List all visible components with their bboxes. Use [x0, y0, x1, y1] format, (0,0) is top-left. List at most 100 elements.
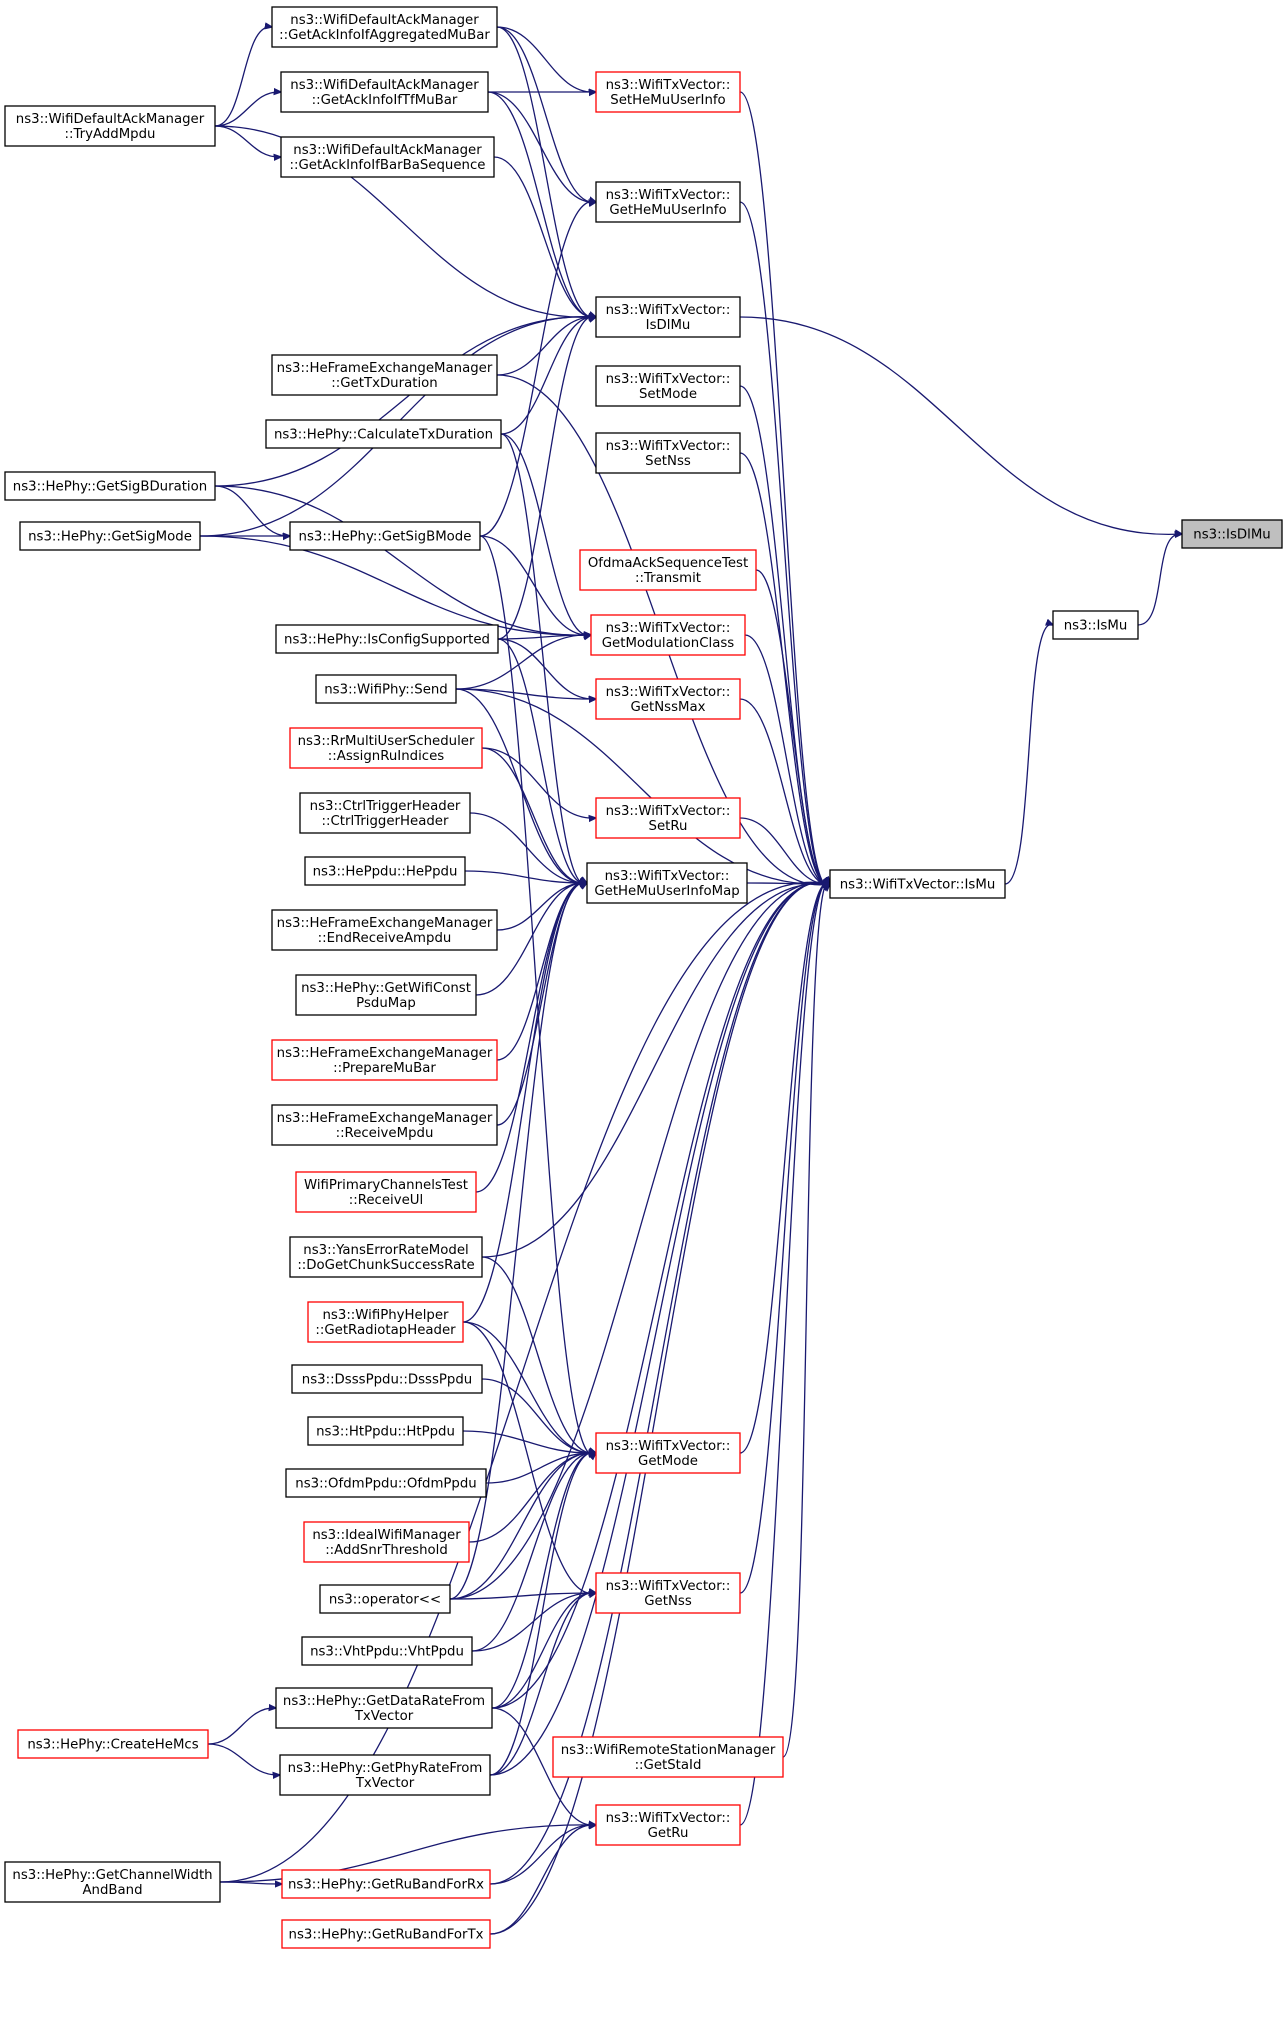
node-agg-mu-bar[interactable]: ns3::WifiDefaultAckManager::GetAckInfoIf…: [271, 6, 498, 48]
node-box: [289, 521, 481, 551]
node-get-radiotap-header[interactable]: ns3::WifiPhyHelper::GetRadiotapHeader: [307, 1301, 464, 1343]
node-box: [595, 1432, 741, 1474]
node-label-line: SetRu: [649, 819, 688, 834]
node-get-sig-bduration[interactable]: ns3::HePhy::GetSigBDuration: [4, 471, 216, 501]
edge-agg-mu-bar-to-is-dl-mu: [496, 26, 596, 318]
node-get-nss[interactable]: ns3::WifiTxVector::GetNss: [595, 1572, 741, 1614]
node-label-line: ns3::IdealWifiManager: [312, 1528, 461, 1543]
node-box: [291, 1364, 483, 1394]
edge-get-data-rate-from-tx-vector-to-get-ru: [491, 1707, 596, 1825]
node-get-mode[interactable]: ns3::WifiTxVector::GetMode: [595, 1432, 741, 1474]
edge-vht-ppdu-to-get-nss: [471, 1593, 596, 1652]
node-end-receive-ampdu[interactable]: ns3::HeFrameExchangeManager::EndReceiveA…: [271, 909, 498, 951]
edge-wifi-phy-send-to-get-modulation-class: [455, 635, 591, 690]
node-label-line: ns3::DsssPpdu::DsssPpdu: [302, 1373, 472, 1388]
node-set-he-mu-user-info[interactable]: ns3::WifiTxVector::SetHeMuUserInfo: [595, 71, 741, 113]
node-get-sig-mode[interactable]: ns3::HePhy::GetSigMode: [19, 521, 201, 551]
node-label-line: ns3::WifiDefaultAckManager: [293, 143, 482, 158]
node-label-line: ns3::HePhy::CalculateTxDuration: [274, 428, 493, 443]
node-try-add-mpdu[interactable]: ns3::WifiDefaultAckManager::TryAddMpdu: [4, 105, 216, 147]
node-label-line: PsduMap: [356, 996, 416, 1011]
node-dsss-ppdu[interactable]: ns3::DsssPpdu::DsssPpdu: [291, 1364, 483, 1394]
node-assign-ru-indices[interactable]: ns3::RrMultiUserScheduler::AssignRuIndic…: [289, 727, 483, 769]
node-vht-ppdu[interactable]: ns3::VhtPpdu::VhtPpdu: [301, 1636, 473, 1666]
node-get-he-mu-user-info[interactable]: ns3::WifiTxVector::GetHeMuUserInfo: [595, 181, 741, 223]
call-edges: [199, 26, 1182, 1935]
edge-get-ru-band-for-rx-to-is-mu: [489, 882, 830, 1885]
node-get-nss-max[interactable]: ns3::WifiTxVector::GetNssMax: [595, 678, 741, 720]
node-do-get-chunk-success-rate[interactable]: ns3::YansErrorRateModel::DoGetChunkSucce…: [289, 1236, 483, 1278]
node-ofdma-transmit[interactable]: OfdmaAckSequenceTest::Transmit: [579, 549, 757, 591]
node-get-sig-bmode[interactable]: ns3::HePhy::GetSigBMode: [289, 521, 481, 551]
node-label-line: ns3::WifiDefaultAckManager: [290, 78, 479, 93]
node-ofdm-ppdu[interactable]: ns3::OfdmPpdu::OfdmPpdu: [285, 1468, 487, 1498]
edge-ht-ppdu-to-get-mode: [462, 1430, 596, 1453]
node-tf-mu-bar[interactable]: ns3::WifiDefaultAckManager::GetAckInfoIf…: [280, 71, 489, 113]
node-calculate-tx-duration[interactable]: ns3::HePhy::CalculateTxDuration: [265, 419, 502, 449]
node-receive-mpdu[interactable]: ns3::HeFrameExchangeManager::ReceiveMpdu: [271, 1104, 498, 1146]
edge-tf-mu-bar-to-get-he-mu-user-info: [487, 91, 596, 202]
node-bar-ba-seq[interactable]: ns3::WifiDefaultAckManager::GetAckInfoIf…: [280, 136, 495, 178]
node-wifi-phy-send[interactable]: ns3::WifiPhy::Send: [315, 674, 457, 704]
node-receive-ul[interactable]: WifiPrimaryChannelsTest::ReceiveUl: [295, 1171, 477, 1213]
node-label-line: ns3::WifiPhy::Send: [324, 683, 448, 698]
node-is-dl-mu[interactable]: ns3::WifiTxVector::IsDlMu: [595, 296, 741, 338]
edge-get-he-mu-user-info-to-is-mu: [739, 201, 830, 885]
edge-operator-lt-lt-to-get-nss: [449, 1593, 596, 1600]
node-label-line: ::GetAckInfoIfTfMuBar: [312, 93, 458, 108]
node-get-he-mu-user-info-map[interactable]: ns3::WifiTxVector::GetHeMuUserInfoMap: [586, 862, 748, 904]
node-label-line: ::AddSnrThreshold: [325, 1543, 448, 1558]
node-box: [271, 1039, 498, 1081]
node-he-get-tx-duration[interactable]: ns3::HeFrameExchangeManager::GetTxDurati…: [271, 354, 498, 396]
node-label-line: ns3::WifiTxVector::: [606, 685, 731, 700]
node-get-ru-band-for-rx[interactable]: ns3::HePhy::GetRuBandForRx: [281, 1869, 491, 1899]
node-ctrl-trigger-header[interactable]: ns3::CtrlTriggerHeader::CtrlTriggerHeade…: [299, 792, 471, 834]
edge-prepare-mu-bar-to-get-he-mu-user-info-map: [496, 883, 587, 1061]
node-get-sta-id[interactable]: ns3::WifiRemoteStationManager::GetStaId: [552, 1736, 784, 1778]
node-is-dl-mu-free[interactable]: ns3::IsDlMu: [1181, 519, 1283, 549]
node-set-mode[interactable]: ns3::WifiTxVector::SetMode: [595, 365, 741, 407]
node-box: [303, 1521, 470, 1563]
edge-get-ru-band-for-tx-to-is-mu: [489, 882, 830, 1935]
node-get-ru-band-for-tx[interactable]: ns3::HePhy::GetRuBandForTx: [281, 1919, 491, 1949]
node-box: [315, 674, 457, 704]
edge-agg-mu-bar-to-get-he-mu-user-info: [496, 26, 596, 202]
node-box: [319, 1584, 451, 1614]
edge-try-add-mpdu-to-is-dl-mu: [214, 125, 596, 317]
edge-get-data-rate-from-tx-vector-to-get-mode: [491, 1453, 596, 1709]
node-label-line: ns3::CtrlTriggerHeader: [310, 799, 461, 814]
node-is-mu[interactable]: ns3::WifiTxVector::IsMu: [829, 869, 1006, 899]
node-get-ru[interactable]: ns3::WifiTxVector::GetRu: [595, 1804, 741, 1846]
edge-try-add-mpdu-to-tf-mu-bar: [214, 92, 281, 127]
node-label-line: ns3::WifiTxVector::: [606, 188, 731, 203]
node-get-modulation-class[interactable]: ns3::WifiTxVector::GetModulationClass: [590, 614, 746, 656]
node-ht-ppdu[interactable]: ns3::HtPpdu::HtPpdu: [307, 1416, 464, 1446]
node-label-line: ns3::WifiTxVector::: [606, 804, 731, 819]
node-box: [271, 909, 498, 951]
node-label-line: ns3::WifiTxVector::: [606, 439, 731, 454]
node-set-ru[interactable]: ns3::WifiTxVector::SetRu: [595, 797, 741, 839]
node-label-line: ns3::WifiTxVector::: [606, 78, 731, 93]
node-is-mu-free[interactable]: ns3::IsMu: [1052, 610, 1139, 640]
node-is-config-supported[interactable]: ns3::HePhy::IsConfigSupported: [275, 624, 499, 654]
function-nodes: ns3::IsDlMuns3::IsMuns3::WifiTxVector::I…: [4, 6, 1283, 1949]
node-operator-lt-lt[interactable]: ns3::operator<<: [319, 1584, 451, 1614]
node-label-line: ::CtrlTriggerHeader: [322, 814, 449, 829]
edge-dsss-ppdu-to-get-mode: [481, 1378, 596, 1453]
edge-get-ru-to-is-mu: [739, 882, 830, 1826]
node-create-he-mcs[interactable]: ns3::HePhy::CreateHeMcs: [17, 1729, 209, 1759]
node-label-line: GetNssMax: [631, 700, 706, 715]
node-label-line: TxVector: [355, 1776, 415, 1791]
node-set-nss[interactable]: ns3::WifiTxVector::SetNss: [595, 432, 741, 474]
node-label-line: ::ReceiveUl: [349, 1193, 423, 1208]
node-add-snr-threshold[interactable]: ns3::IdealWifiManager::AddSnrThreshold: [303, 1521, 470, 1563]
node-prepare-mu-bar[interactable]: ns3::HeFrameExchangeManager::PrepareMuBa…: [271, 1039, 498, 1081]
edge-is-mu-free-to-is-dl-mu-free: [1137, 534, 1182, 626]
node-he-ppdu[interactable]: ns3::HePpdu::HePpdu: [304, 856, 466, 886]
node-box: [280, 71, 489, 113]
node-box: [271, 1104, 498, 1146]
